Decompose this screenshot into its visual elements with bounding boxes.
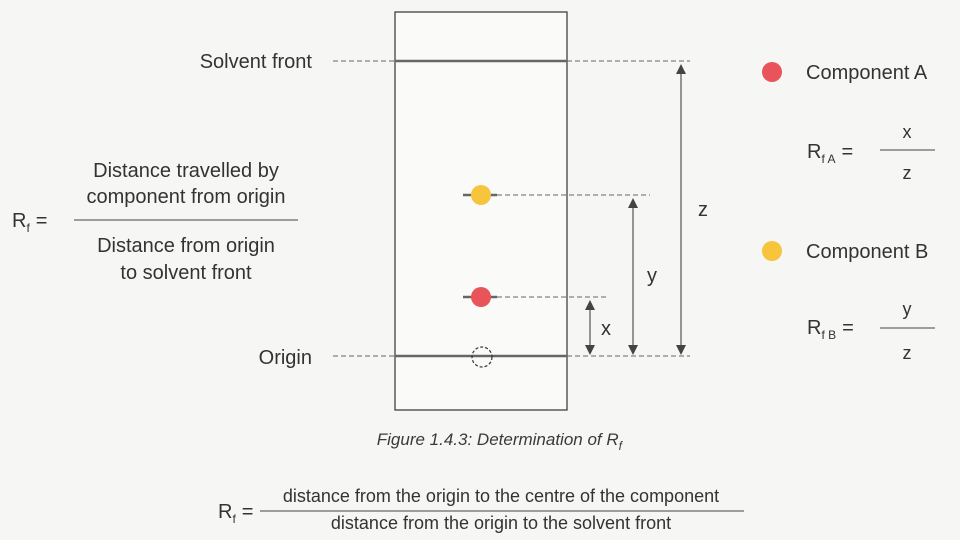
rf-b-denominator: z [903, 343, 912, 363]
z-label: z [698, 199, 708, 221]
component-b-legend: Component B Rf B= y z [762, 241, 935, 363]
rf-symbol: Rf= [12, 210, 47, 235]
x-label: x [601, 318, 611, 340]
rf-denominator-line2: to solvent front [120, 262, 252, 284]
component-b-legend-dot [762, 241, 782, 261]
rf-definition-symbol: Rf= [218, 501, 253, 526]
figure-caption: Figure 1.4.3: Determination of Rf [377, 430, 624, 453]
rf-numerator-line2: component from origin [87, 186, 286, 208]
component-a-name: Component A [806, 62, 928, 84]
component-a-legend-dot [762, 62, 782, 82]
rf-b-numerator: y [903, 299, 912, 319]
origin-spot-outline [471, 346, 493, 368]
origin-label: Origin [259, 347, 312, 369]
rf-definition-denominator: distance from the origin to the solvent … [331, 513, 671, 533]
component-a-legend: Component A Rf A= x z [762, 62, 935, 183]
y-label: y [647, 265, 657, 287]
rf-b-symbol: Rf B= [807, 317, 854, 342]
component-a-spot [471, 287, 491, 307]
rf-denominator-line1: Distance from origin [97, 235, 275, 257]
chromatography-plate [394, 11, 568, 411]
component-b-spot [471, 185, 491, 205]
component-b-name: Component B [806, 241, 928, 263]
rf-a-numerator: x [903, 122, 912, 142]
rf-general-formula: Rf= Distance travelled by component from… [12, 160, 298, 284]
rf-numerator-line1: Distance travelled by [93, 160, 279, 182]
solvent-front-label: Solvent front [200, 51, 313, 73]
rf-a-symbol: Rf A= [807, 141, 853, 166]
rf-definition-formula: Rf= distance from the origin to the cent… [218, 486, 744, 533]
rf-definition-numerator: distance from the origin to the centre o… [283, 486, 719, 506]
rf-a-denominator: z [903, 163, 912, 183]
